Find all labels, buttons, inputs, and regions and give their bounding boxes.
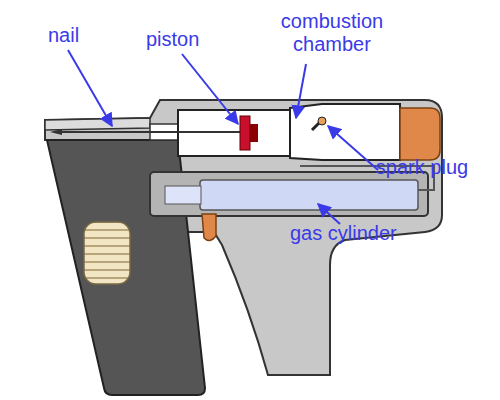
leader-line — [182, 54, 238, 124]
cylinder-bay — [150, 172, 428, 216]
part-label: spark plug — [374, 156, 470, 179]
gas-valve — [165, 186, 201, 204]
trigger — [202, 214, 216, 241]
end-cap — [400, 108, 440, 160]
leader-line — [328, 126, 378, 170]
piston-rod — [178, 131, 245, 133]
leader-line — [318, 204, 340, 224]
grip-texture — [84, 222, 130, 284]
spark-plug-tip — [318, 117, 326, 125]
nail-tip — [50, 129, 62, 135]
leader-line — [296, 64, 306, 118]
gas-cylinder-shape — [200, 180, 418, 210]
piston-seal — [250, 124, 258, 142]
part-label: combustion chamber — [262, 10, 402, 56]
piston-cylinder — [178, 110, 290, 156]
barrel-plate — [45, 118, 150, 130]
combustion-chamber-shape — [290, 104, 400, 160]
part-label: nail — [48, 24, 108, 47]
leader-line — [68, 50, 112, 126]
piston-head — [240, 116, 250, 150]
part-label: gas cylinder — [290, 222, 460, 245]
part-label: piston — [146, 28, 226, 51]
